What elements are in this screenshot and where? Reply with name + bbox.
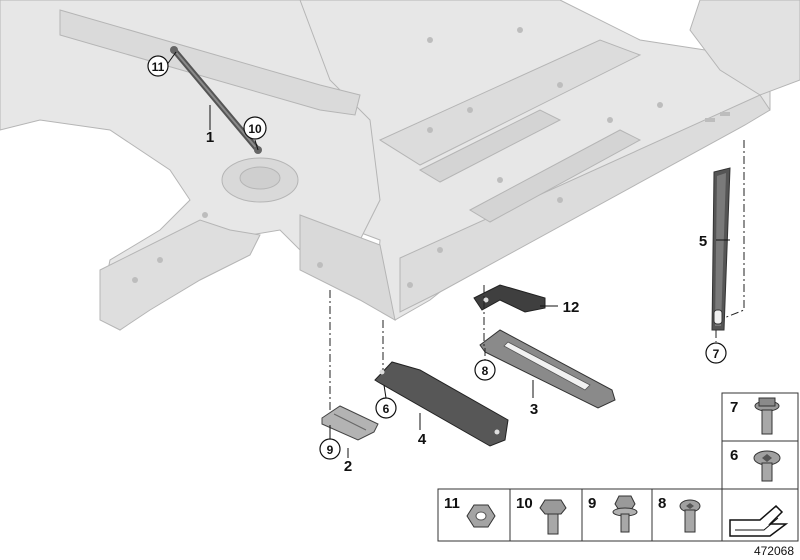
svg-text:7: 7 <box>730 399 738 416</box>
torx-screw-short-icon <box>679 499 701 533</box>
shield-hole-front <box>379 369 385 375</box>
part-12-bracket <box>473 284 546 313</box>
hex-bolt-icon <box>539 499 567 535</box>
body-holes <box>132 27 730 288</box>
svg-text:11: 11 <box>152 60 165 74</box>
hex-nut-icon <box>466 504 496 528</box>
part-2-clip-plate <box>321 405 379 441</box>
callout-7-top: 7 <box>705 342 727 364</box>
svg-text:6: 6 <box>730 447 738 464</box>
callout-11-top: 11 <box>147 55 169 77</box>
svg-text:7: 7 <box>713 347 720 361</box>
svg-text:3: 3 <box>530 401 538 418</box>
svg-text:9: 9 <box>327 443 334 457</box>
svg-text:5: 5 <box>699 233 707 250</box>
seat-bracket-front <box>418 109 562 183</box>
svg-text:8: 8 <box>658 495 666 512</box>
callout-3: 3 <box>530 401 538 418</box>
callout-4: 4 <box>418 431 427 448</box>
part-5-strap <box>711 167 731 331</box>
strap-eye <box>713 309 723 325</box>
svg-text:2: 2 <box>344 458 352 475</box>
strut-bolt-top <box>170 46 178 54</box>
rear-lower-corner <box>299 214 396 321</box>
bracket-hole <box>483 297 489 303</box>
svg-text:12: 12 <box>563 299 580 316</box>
callout-2: 2 <box>344 458 352 475</box>
fastener-legend: 7 6 11 10 9 8 <box>437 392 799 542</box>
legend-cell-6 <box>721 440 799 490</box>
callout-9-mid: 9 <box>319 438 341 460</box>
callout-6-mid: 6 <box>375 397 397 419</box>
vehicle-body-structure <box>0 0 800 331</box>
svg-text:4: 4 <box>418 431 427 448</box>
callout-12: 12 <box>563 299 580 316</box>
svg-text:6: 6 <box>383 402 390 416</box>
callout-1: 1 <box>206 129 214 146</box>
callout-5: 5 <box>699 233 707 250</box>
svg-text:8: 8 <box>482 364 489 378</box>
svg-text:9: 9 <box>588 495 596 512</box>
callouts: 11 1 10 5 7 12 8 3 6 4 <box>147 55 727 475</box>
floor-tunnel <box>378 39 642 166</box>
part-3-plate <box>479 329 616 409</box>
figure-number: 472068 <box>753 544 794 558</box>
bolt-with-washer-icon <box>612 495 638 533</box>
callout-10-top: 10 <box>243 116 267 140</box>
torx-screw-icon <box>753 450 781 482</box>
legend-cell-9 <box>581 488 653 542</box>
svg-text:1: 1 <box>206 129 214 146</box>
legend-cell-10 <box>509 488 583 542</box>
part-4-under-shield <box>374 361 509 447</box>
assembly-guide-lines <box>329 140 745 410</box>
rear-right-pillar <box>689 0 800 96</box>
front-left-rail <box>99 219 261 331</box>
shield-hole-rear <box>494 429 500 435</box>
orientation-arrow-icon <box>729 504 789 537</box>
suspension-tower-top <box>239 166 281 190</box>
svg-text:10: 10 <box>248 122 262 136</box>
seat-bracket-rear <box>468 129 642 223</box>
callout-8-mid: 8 <box>474 359 496 381</box>
flange-bolt-icon <box>754 397 780 435</box>
front-crossmember <box>59 9 361 116</box>
svg-text:10: 10 <box>516 495 533 512</box>
svg-text:11: 11 <box>444 495 460 512</box>
